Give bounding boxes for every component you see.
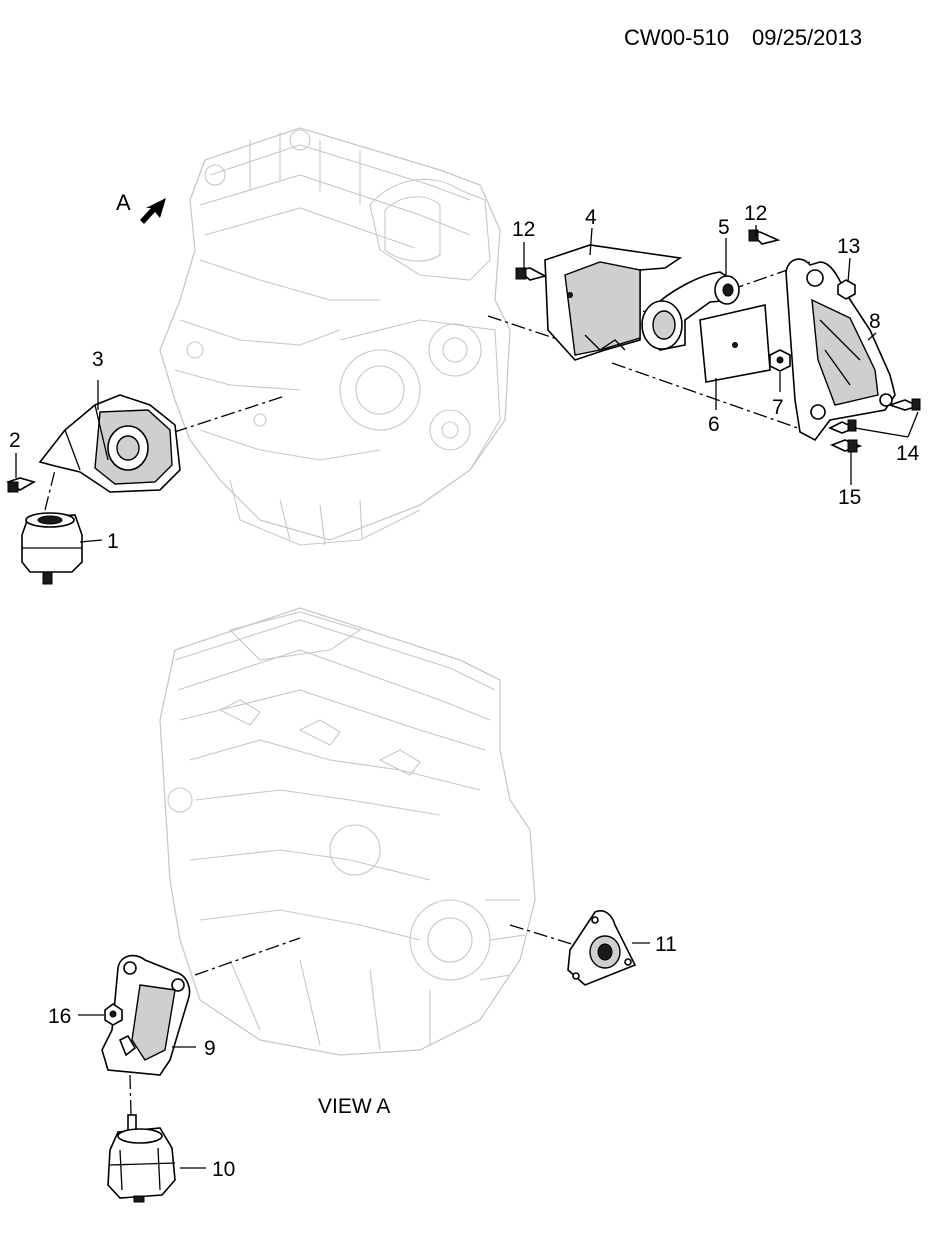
part-4-shield — [544, 244, 683, 361]
callout-8: 8 — [869, 310, 881, 333]
callout-2: 2 — [9, 429, 21, 452]
part-1-mount — [21, 512, 83, 585]
callout-14: 14 — [896, 442, 920, 465]
callout-13: 13 — [837, 235, 860, 258]
part-14-bolts — [828, 398, 921, 434]
part-16-nut — [104, 1003, 123, 1026]
part-7-nut — [769, 349, 791, 372]
part-8-bracket — [785, 258, 896, 442]
part-15-bolt — [829, 439, 863, 453]
callout-11: 11 — [655, 933, 677, 956]
callout-12-left: 12 — [512, 218, 535, 241]
callout-1: 1 — [107, 530, 119, 553]
part-13-nut — [837, 279, 856, 300]
diagram-code: CW00-510 — [624, 25, 729, 50]
view-a-arrow: A — [116, 190, 166, 224]
callout-5: 5 — [718, 216, 730, 239]
callout-16: 16 — [48, 1005, 71, 1028]
arrow-icon — [140, 198, 166, 224]
view-arrow-label: A — [116, 190, 131, 215]
part-5-torque-strut — [641, 271, 740, 351]
part-11-mount — [567, 910, 637, 986]
callout-12-right: 12 — [744, 202, 767, 225]
lower-engine-outline — [159, 607, 536, 1056]
callout-3: 3 — [92, 348, 104, 371]
part-6-plate — [699, 304, 771, 383]
callout-4: 4 — [585, 206, 597, 229]
diagram-date: 09/25/2013 — [752, 25, 862, 50]
part-12-bolt-right — [748, 229, 781, 245]
callout-10: 10 — [212, 1158, 235, 1181]
part-9-bracket — [101, 954, 191, 1076]
part-10-mount — [107, 1114, 176, 1203]
callout-6: 6 — [708, 413, 720, 436]
part-12-bolt-left — [515, 267, 548, 281]
callout-9: 9 — [204, 1037, 216, 1060]
callout-15: 15 — [838, 486, 861, 509]
callout-labels: 1 2 3 4 5 6 7 8 9 10 11 12 12 13 14 15 1… — [9, 202, 920, 1181]
upper-engine-outline — [159, 127, 511, 546]
part-2-bolt — [6, 477, 37, 493]
lower-connector-lines — [129, 924, 576, 1116]
part-3-bracket — [38, 394, 181, 493]
view-a-caption: VIEW A — [318, 1095, 390, 1118]
leader-lines — [15, 225, 919, 1169]
callout-7: 7 — [772, 396, 784, 419]
